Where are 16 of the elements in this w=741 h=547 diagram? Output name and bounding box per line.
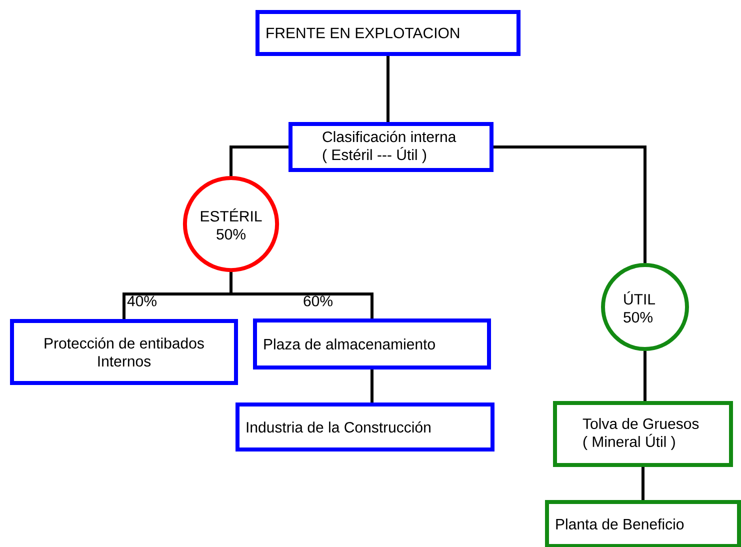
connector-line <box>386 56 390 122</box>
process-box: Clasificación interna ( Estéril --- Útil ) <box>288 122 494 172</box>
process-box: Tolva de Gruesos ( Mineral Útil ) <box>553 401 733 467</box>
process-box: Industria de la Construcción <box>236 402 494 452</box>
connector-line <box>230 146 288 176</box>
process-box: Protección de entibados Internos <box>10 319 238 385</box>
percent-label: 40% <box>127 296 156 306</box>
percent-label: 60% <box>304 296 332 306</box>
connector-line <box>644 351 646 401</box>
process-box: Planta de Beneficio <box>545 500 741 547</box>
process-box: Plaza de almacenamiento <box>253 318 491 370</box>
connector-line <box>642 467 644 500</box>
connector-line <box>370 370 374 402</box>
title-box: FRENTE EN EXPLOTACION <box>256 10 520 56</box>
connector-line <box>494 146 646 263</box>
connector-line <box>230 272 374 318</box>
